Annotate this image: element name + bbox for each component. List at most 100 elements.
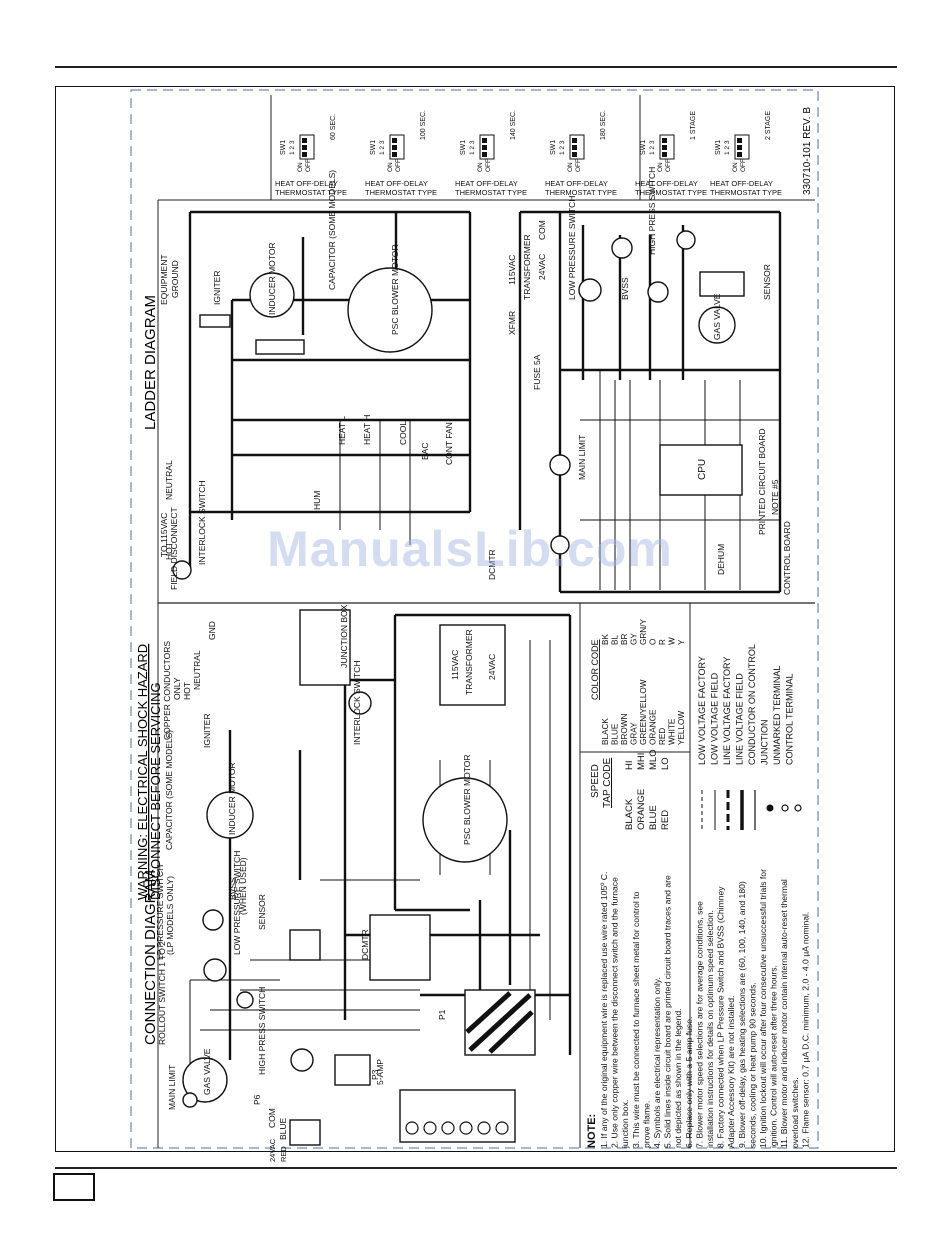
sw-on: ON [567, 162, 574, 172]
sw-heat-off-delay: HEAT OFF-DELAY [635, 179, 698, 188]
ladder-psc-blower-motor [347, 267, 433, 353]
color-code-abbrev: BR [620, 634, 629, 645]
color-code-abbrev: O [649, 639, 658, 645]
conn-interlock: INTERLOCK SWITCH [352, 660, 362, 745]
note-line: 11. Blower motor and inducer motor conta… [779, 879, 789, 1148]
sw-label: SW1 [550, 140, 557, 155]
color-code-abbrev: Y [677, 639, 686, 645]
sw-delay: 180 SEC. [600, 110, 607, 140]
note-line: 5. Solid lines inside circuit board are … [663, 875, 673, 1148]
ladder-interlock: INTERLOCK SWITCH [197, 480, 207, 565]
conn-inducer: INDUCER MOTOR [227, 762, 237, 835]
connection-labels: COPPER CONDUCTORS ONLY JUNCTION BOX GND … [155, 604, 497, 1162]
sw-off: OFF [740, 159, 747, 172]
ladder-field-disconnect: FIELD DISCONNECT [169, 507, 179, 590]
conn-copper: COPPER CONDUCTORS [162, 641, 172, 740]
ladder-ground: GROUND [170, 260, 180, 298]
ladder-xfmr: XFMR [507, 311, 517, 335]
sw-thermostat-type: THERMOSTAT TYPE [275, 188, 347, 197]
note-line: 9. Blower off-delay, gas heating selecti… [737, 881, 747, 1148]
page-number-box [53, 1173, 95, 1201]
speed-tap-title2: TAP CODE [602, 757, 613, 808]
diagram-frame [55, 86, 895, 1152]
conn-only: ONLY [172, 677, 182, 700]
note-line: seconds, cooling or heat pump 90 seconds… [747, 982, 757, 1148]
sw-on: ON [387, 162, 394, 172]
sw-heat-off-delay: HEAT OFF-DELAY [275, 179, 338, 188]
warning-line1: WARNING: ELECTRICAL SHOCK HAZARD [135, 644, 150, 900]
sw-delay: 100 SEC. [420, 110, 427, 140]
color-code-name: WHITE [668, 718, 677, 745]
sw-on: ON [297, 162, 304, 172]
ladder-control-board: CONTROL BOARD [782, 521, 792, 595]
sw-label: SW1 [280, 140, 287, 155]
conn-capacitor: CAPACITOR (SOME MODELS) [164, 730, 174, 850]
note-line: not depicted as shown in the legend. [673, 1008, 683, 1148]
ladder-24vac: 24VAC [537, 254, 547, 280]
color-code-title: COLOR CODE [590, 639, 600, 700]
ladder-heat-h: HEAT H [362, 415, 372, 445]
conn-lp-only: (LP MODELS ONLY) [165, 876, 175, 955]
sw-delay: 140 SEC. [510, 110, 517, 140]
sw-delay: 2 STAGE [765, 111, 772, 140]
legend-item: LINE VOLTAGE FACTORY [722, 657, 732, 765]
ladder-dehum: DEHUM [716, 544, 726, 575]
speed-tap-code: HI [624, 761, 635, 771]
ladder-transformer: TRANSFORMER [522, 234, 532, 300]
ladder-hot: HOT [164, 542, 174, 560]
note-line: prove flame. [641, 1101, 651, 1148]
relay-hatch [465, 991, 534, 1054]
sw-label: SW1 [715, 140, 722, 155]
conn-main-limit: MAIN LIMIT [167, 1065, 177, 1110]
legend-item: UNMARKED TERMINAL [772, 666, 782, 765]
dashed-boundary [130, 89, 819, 1149]
ladder-heat-l: HEAT L [337, 416, 347, 445]
note-line: ignition. Control will auto-reset after … [769, 965, 779, 1148]
ladder-equipment: EQUIPMENT [159, 254, 169, 305]
ladder-components [172, 230, 745, 580]
sw-pins: 1 2 3 [649, 140, 656, 155]
ladder-eac: EAC [420, 443, 430, 460]
conn-rollout: ROLLOUT SWITCH 1 TO 2 [157, 941, 167, 1045]
ladder-main-limit [549, 454, 571, 476]
ladder-cpu-label: CPU [697, 459, 708, 480]
color-code-abbrev: R [658, 639, 667, 645]
conn-gas-valve [182, 1057, 228, 1103]
connection-components [182, 609, 536, 1146]
sw-on: ON [732, 162, 739, 172]
conn-gnd: GND [207, 621, 217, 640]
color-code-name: RED [658, 728, 667, 745]
speed-tap-color: RED [660, 810, 671, 830]
sw-off: OFF [395, 159, 402, 172]
sw-delay: 60 SEC. [330, 114, 337, 140]
speed-tap-code: MHI [636, 753, 647, 770]
conn-blue: BLUE [278, 1117, 288, 1140]
top-rule [55, 66, 897, 68]
conn-115vac: 115VAC [450, 650, 460, 680]
note-line: junction box. [620, 1100, 630, 1149]
note-line: installation instructions for details on… [705, 910, 715, 1148]
sw-off: OFF [575, 159, 582, 172]
sw-pins: 1 2 3 [379, 140, 386, 155]
ladder-capacitor: CAPACITOR (SOME MODELS) [327, 170, 337, 290]
color-code-abbrev: GRN/Y [639, 619, 648, 645]
note-line: 2. Use only copper wire between the disc… [610, 877, 620, 1148]
sw-heat-off-delay: HEAT OFF-DELAY [365, 179, 428, 188]
sw-pins: 1 2 3 [289, 140, 296, 155]
conn-24vac: 24VAC [487, 654, 497, 680]
sw-thermostat-type: THERMOSTAT TYPE [710, 188, 782, 197]
ladder-igniter: IGNITER [212, 271, 222, 305]
conn-red: RED [279, 1146, 288, 1162]
connection-title: CONNECTION DIAGRAM [142, 870, 159, 1045]
sw-label: SW1 [640, 140, 647, 155]
color-code-name: GREEN/YELLOW [639, 679, 648, 745]
ladder-cpu [659, 444, 743, 496]
ladder-hum: HUM [312, 491, 322, 510]
sw-off: OFF [665, 159, 672, 172]
ladder-main-limit-label: MAIN LIMIT [577, 435, 587, 480]
ladder-wires [188, 210, 782, 594]
